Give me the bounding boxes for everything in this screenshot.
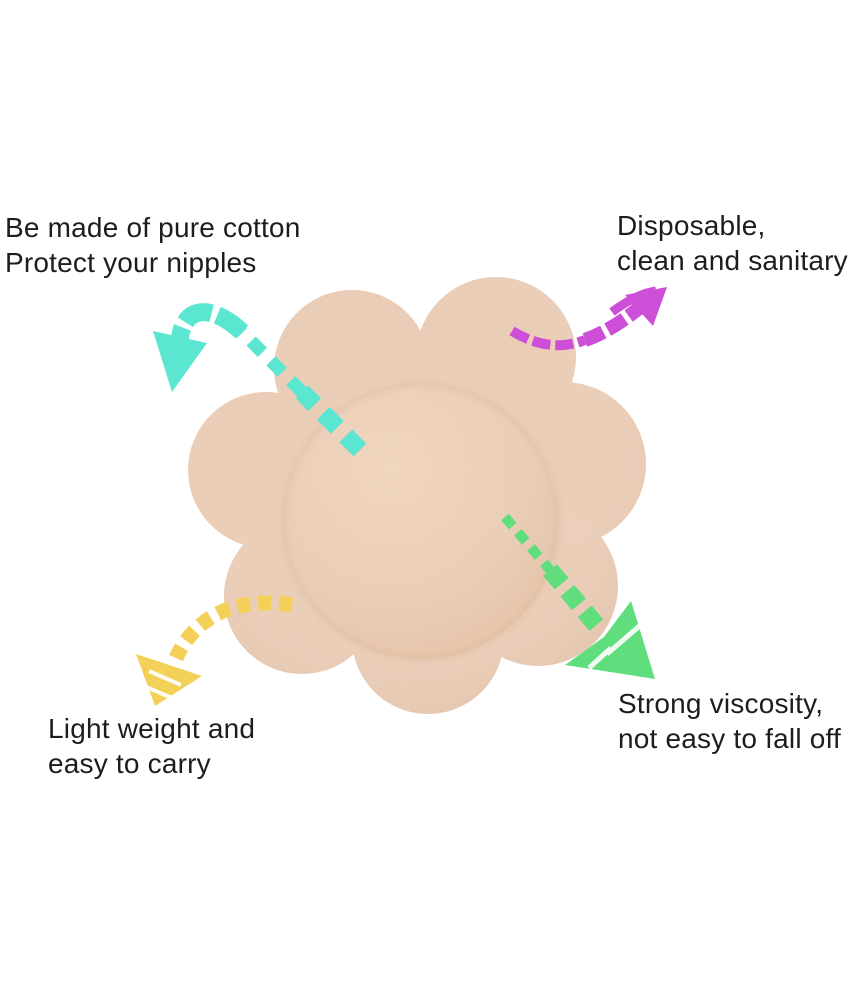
pure-cotton-arrow-icon — [153, 303, 367, 457]
caption-line: Light weight and — [48, 713, 256, 744]
caption-strong-viscosity: Strong viscosity, not easy to fall off — [618, 686, 841, 756]
caption-line: clean and sanitary — [617, 245, 848, 276]
caption-line: Disposable, — [617, 210, 766, 241]
caption-line: easy to carry — [48, 748, 211, 779]
caption-line: Be made of pure cotton — [5, 212, 301, 243]
light-weight-arrow-icon — [136, 595, 294, 706]
strong-viscosity-arrow-icon — [501, 513, 655, 679]
caption-pure-cotton: Be made of pure cotton Protect your nipp… — [5, 210, 300, 280]
caption-line: Strong viscosity, — [618, 688, 824, 719]
caption-line: not easy to fall off — [618, 723, 841, 754]
disposable-arrow-icon — [509, 286, 667, 351]
caption-disposable: Disposable, clean and sanitary — [617, 208, 848, 278]
caption-line: Protect your nipples — [5, 247, 257, 278]
caption-light-weight: Light weight and easy to carry — [48, 711, 255, 781]
